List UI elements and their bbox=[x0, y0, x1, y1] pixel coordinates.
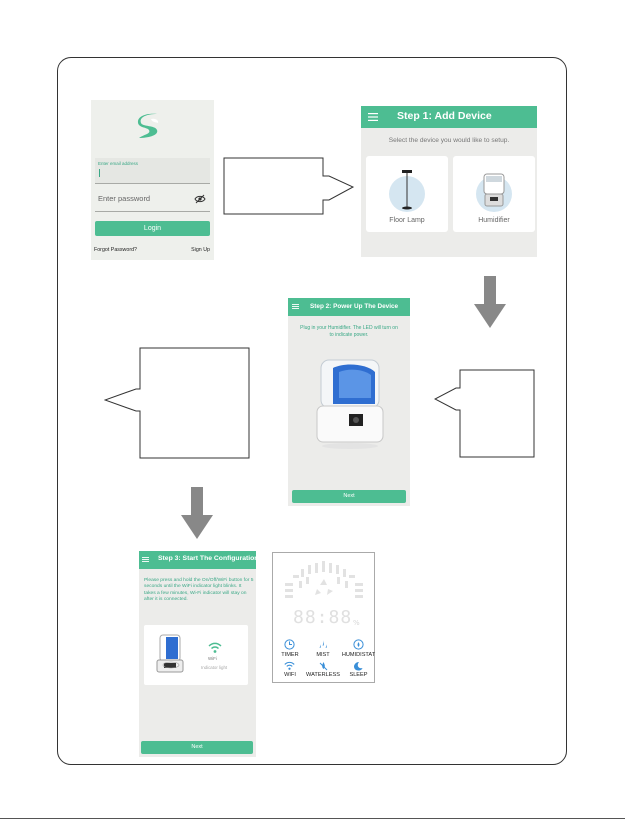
panel-label-wifi: WIFI bbox=[273, 672, 307, 678]
email-field[interactable]: Enter email address bbox=[95, 158, 210, 184]
wifi-icon bbox=[208, 642, 222, 654]
device-label-floor-lamp: Floor Lamp bbox=[366, 217, 448, 224]
humidifier-icon bbox=[154, 633, 186, 677]
screen-subtitle: Select the device you would like to setu… bbox=[361, 137, 537, 144]
forgot-password-link[interactable]: Forgot Password? bbox=[94, 247, 137, 253]
instruction-text: Plug in your Humidifier. The LED will tu… bbox=[298, 325, 400, 338]
device-card-floor-lamp[interactable]: Floor Lamp bbox=[366, 156, 448, 232]
panel-label-waterless: WATERLESS bbox=[306, 672, 340, 678]
footer-rule bbox=[0, 818, 625, 819]
menu-icon[interactable] bbox=[142, 557, 149, 562]
instruction-text: Please press and hold the On/Off/WiFi bu… bbox=[144, 578, 254, 604]
screen-title: Step 2: Power Up The Device bbox=[310, 303, 398, 310]
panel-label-mist: MIST bbox=[306, 652, 340, 658]
hollow-arrow-left bbox=[434, 369, 535, 458]
login-button[interactable]: Login bbox=[95, 221, 210, 236]
screen-title: Step 3: Start The Configuration bbox=[158, 555, 258, 562]
humidistat-icon bbox=[353, 639, 364, 650]
menu-icon[interactable] bbox=[292, 304, 299, 309]
panel-label-sleep: SLEEP bbox=[341, 672, 376, 678]
hollow-arrow-right bbox=[223, 157, 355, 215]
waterless-icon bbox=[318, 661, 329, 671]
floor-lamp-icon bbox=[399, 170, 415, 210]
control-panel-display: 88:88 % TIMER MIST HUMIDISTAT WIFI WATER… bbox=[272, 552, 375, 683]
app-bar: Step 1: Add Device bbox=[361, 106, 537, 128]
app-bar: Step 2: Power Up The Device bbox=[288, 298, 410, 316]
down-arrow bbox=[474, 276, 506, 333]
panel-digits: 88:88 bbox=[293, 607, 352, 628]
humidifier-photo bbox=[315, 358, 385, 450]
panel-label-humidistat: HUMIDISTAT bbox=[341, 652, 376, 658]
wifi-icon bbox=[284, 661, 295, 671]
configuration-screen: Step 3: Start The Configuration Please p… bbox=[139, 551, 256, 757]
app-bar: Step 3: Start The Configuration bbox=[139, 551, 256, 569]
mist-icon bbox=[317, 639, 329, 650]
sleep-icon bbox=[353, 661, 363, 671]
password-placeholder: Enter password bbox=[98, 194, 150, 203]
screen-title: Step 1: Add Device bbox=[397, 110, 492, 122]
fan-speed-segments: 88:88 % bbox=[281, 557, 367, 635]
indicator-light-label: Indicator light bbox=[201, 665, 227, 670]
down-arrow bbox=[181, 487, 213, 544]
wifi-label: WiFi bbox=[208, 656, 217, 661]
humidifier-icon bbox=[482, 172, 506, 210]
hollow-arrow-left bbox=[104, 347, 250, 459]
power-up-screen: Step 2: Power Up The Device Plug in your… bbox=[288, 298, 410, 506]
device-label-humidifier: Humidifier bbox=[453, 217, 535, 224]
brand-logo-icon bbox=[135, 112, 165, 140]
percent-unit: % bbox=[353, 619, 360, 627]
eye-off-icon[interactable] bbox=[194, 194, 206, 204]
text-caret bbox=[99, 169, 100, 177]
menu-icon[interactable] bbox=[368, 113, 378, 121]
password-field[interactable]: Enter password bbox=[95, 189, 210, 211]
wifi-indicator-card: WiFi Indicator light bbox=[144, 625, 248, 685]
panel-label-timer: TIMER bbox=[273, 652, 307, 658]
device-card-humidifier[interactable]: Humidifier bbox=[453, 156, 535, 232]
login-screen: Enter email address Enter password Login… bbox=[91, 100, 214, 260]
password-underline bbox=[95, 211, 210, 212]
next-button[interactable]: Next bbox=[141, 741, 253, 754]
email-field-label: Enter email address bbox=[98, 161, 138, 166]
add-device-screen: Step 1: Add Device Select the device you… bbox=[361, 106, 537, 257]
timer-icon bbox=[284, 639, 295, 650]
sign-up-link[interactable]: Sign Up bbox=[191, 247, 210, 253]
next-button[interactable]: Next bbox=[292, 490, 406, 503]
